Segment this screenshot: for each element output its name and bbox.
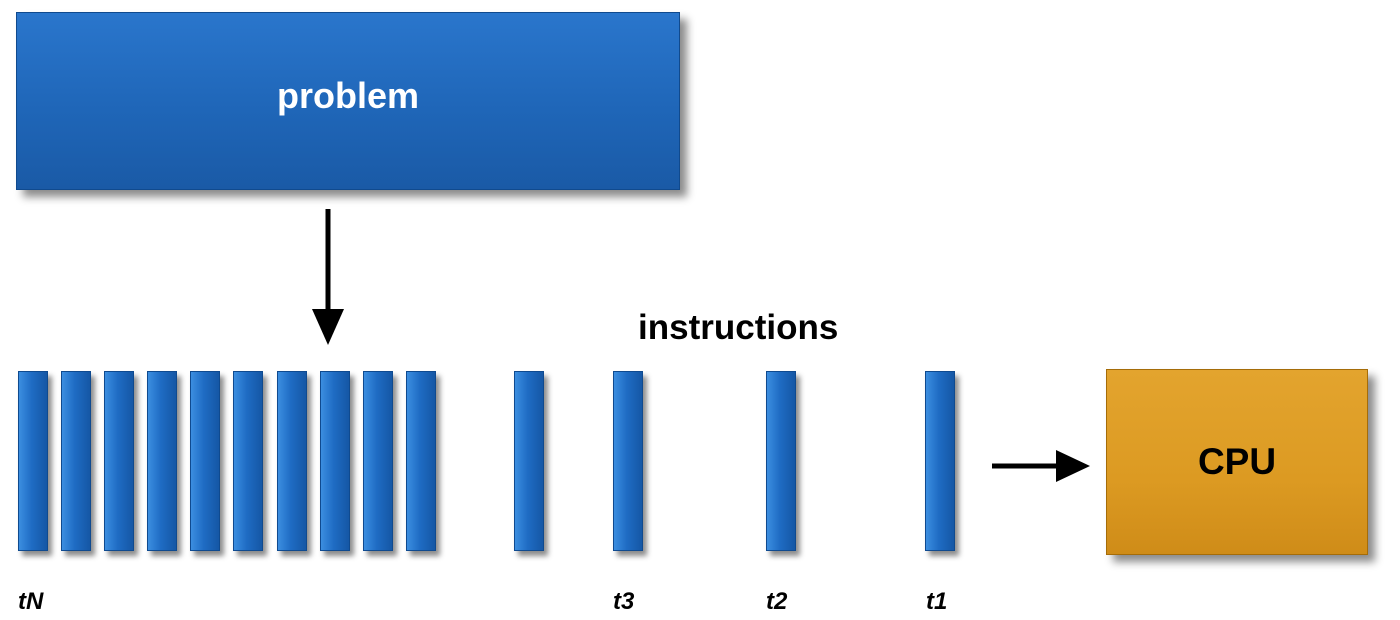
instruction-bar [190,371,220,551]
arrow-right-icon [992,450,1090,482]
problem-box: problem [16,12,680,190]
time-label-t3: t3 [613,588,635,615]
instruction-bar [18,371,48,551]
instruction-bar [363,371,393,551]
instruction-bar-t2 [766,371,796,551]
instructions-label: instructions [638,308,839,347]
instruction-bar [406,371,436,551]
time-label-tn: tN [18,588,44,615]
instruction-bar-t1 [925,371,955,551]
instruction-bar [104,371,134,551]
instruction-bar [277,371,307,551]
instruction-bar [514,371,544,551]
instruction-bar [61,371,91,551]
cpu-label: CPU [1197,441,1277,482]
cpu-box: CPU [1106,369,1368,555]
instruction-bar [233,371,263,551]
instruction-bar-t3 [613,371,643,551]
arrow-down-icon [312,209,344,345]
problem-label: problem [276,75,419,116]
instruction-bar [147,371,177,551]
time-label-t1: t1 [926,588,948,615]
instruction-bar [320,371,350,551]
time-label-t2: t2 [766,588,788,615]
